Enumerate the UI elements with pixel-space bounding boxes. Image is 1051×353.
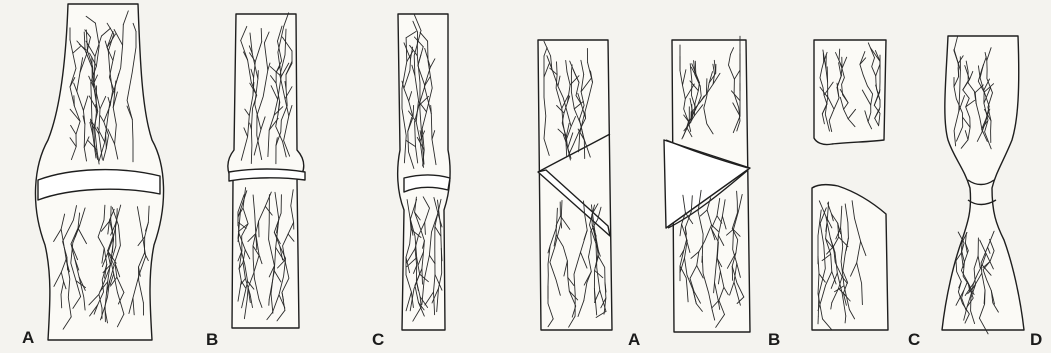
- bone-c-right-upper-fragment: [814, 40, 886, 145]
- label-a-left: A: [22, 328, 34, 348]
- trabecula-branch: [413, 105, 414, 117]
- bone-c-right-lower-fragment: [812, 185, 888, 330]
- label-b-right: B: [768, 330, 780, 350]
- label-c-left: C: [372, 330, 384, 350]
- label-a-right: A: [628, 330, 640, 350]
- trabecula-branch: [706, 79, 707, 94]
- bone-a-left: [35, 4, 163, 340]
- trabecula-branch: [261, 29, 262, 42]
- label-c-right: C: [908, 330, 920, 350]
- bone-c-right: [812, 40, 888, 330]
- label-b-left: B: [206, 330, 218, 350]
- label-d-right: D: [1030, 330, 1042, 350]
